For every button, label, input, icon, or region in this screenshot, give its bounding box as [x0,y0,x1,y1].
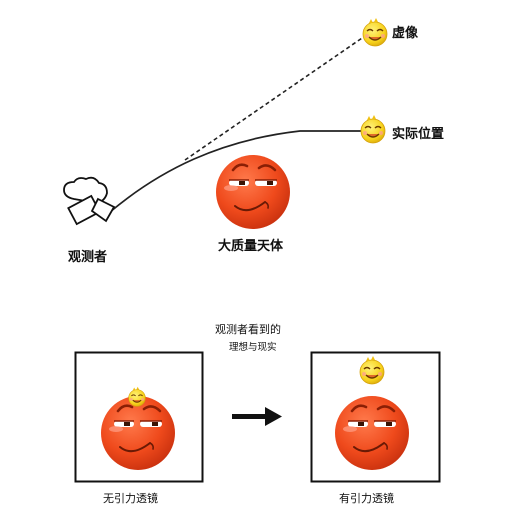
massive-body-label: 大质量天体 [218,239,284,254]
caption-line-1: 观测者看到的 [215,323,281,336]
actual-position-label: 实际位置 [392,127,445,142]
right-arrow-icon [232,407,282,426]
actual-light-path [109,130,365,213]
virtual-image-star-icon [362,17,388,47]
virtual-image-label: 虚像 [392,26,419,41]
virtual-ray-dashed-line [184,35,366,161]
observer-label: 观测者 [68,250,108,265]
actual-position-star-icon [360,114,386,144]
camera-icon [63,176,116,226]
massive-body-icon [214,153,292,231]
left-panel-label: 无引力透镜 [103,492,158,505]
left-panel-red-face-icon [99,394,177,472]
right-panel-label: 有引力透镜 [339,492,394,505]
right-panel-red-face-icon [333,394,411,472]
caption-line-2: 理想与现实 [229,342,277,353]
